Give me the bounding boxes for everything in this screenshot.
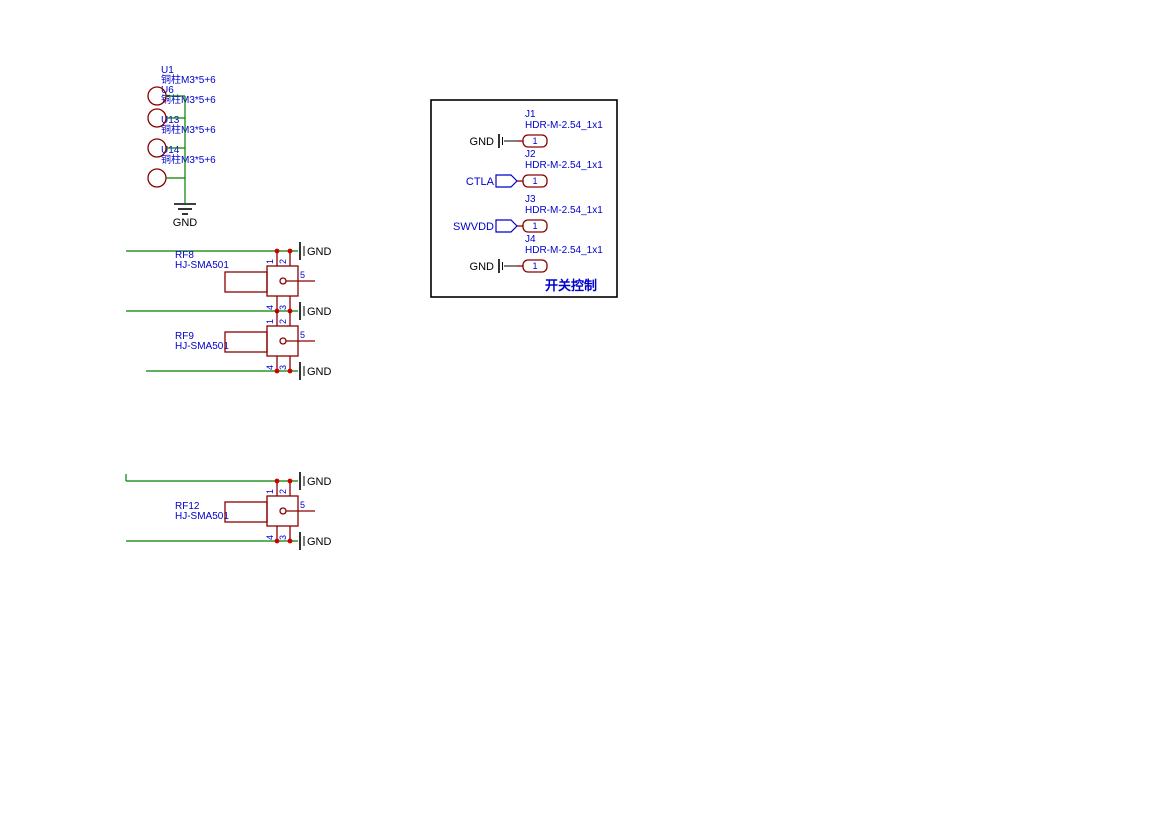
junction-dot xyxy=(287,538,293,544)
pin-number: 2 xyxy=(278,259,288,264)
rf-ref: RF8 xyxy=(175,250,194,261)
gnd-earth-symbol[interactable]: GND xyxy=(173,203,198,229)
header-value: HDR-M-2.54_1x1 xyxy=(525,160,603,171)
sma-barrel[interactable] xyxy=(224,501,268,523)
rf9-connector[interactable]: RF9 HJ-SMA501 1 2 4 3 5 GND xyxy=(146,311,332,380)
header-value: HDR-M-2.54_1x1 xyxy=(525,245,603,256)
sma-barrel[interactable] xyxy=(224,331,268,353)
standoff-ref: U14 xyxy=(161,145,180,156)
header-pin-box[interactable] xyxy=(522,134,548,148)
header-ref: J4 xyxy=(525,234,536,245)
gnd-bar-symbol[interactable]: GND xyxy=(299,302,332,320)
header-value: HDR-M-2.54_1x1 xyxy=(525,205,603,216)
standoff-value: 铜柱M3*5+6 xyxy=(161,73,216,86)
junction-dot xyxy=(287,478,293,484)
header-j2[interactable]: J2 HDR-M-2.54_1x1 CTLA 1 xyxy=(466,149,603,188)
box-title: 开关控制 xyxy=(545,278,597,293)
pin-number: 1 xyxy=(265,489,275,494)
junction-dot xyxy=(274,368,280,374)
gnd-bar-symbol[interactable]: GND xyxy=(299,532,332,550)
mounting-hole-symbol[interactable] xyxy=(147,168,167,188)
pin-number: 1 xyxy=(532,136,537,146)
net-label: GND xyxy=(307,366,332,378)
pin-number: 4 xyxy=(265,535,275,540)
pin-number: 1 xyxy=(532,261,537,271)
sma-center-pin[interactable] xyxy=(279,337,287,345)
net-label: GND xyxy=(173,217,198,229)
pin-number: 5 xyxy=(300,330,305,340)
net-label: GND xyxy=(307,536,332,548)
net-flag-symbol[interactable] xyxy=(495,174,518,188)
gnd-bar-symbol[interactable]: GND xyxy=(299,472,332,490)
net-label: GND xyxy=(307,306,332,318)
standoff-value: 铜柱M3*5+6 xyxy=(161,123,216,136)
pin-number: 2 xyxy=(278,319,288,324)
pin-number: 3 xyxy=(278,535,288,540)
junction-dot xyxy=(274,478,280,484)
gnd-bar-symbol xyxy=(498,259,517,273)
rf-value: HJ-SMA501 xyxy=(175,341,229,352)
standoff-ref: U1 xyxy=(161,65,174,76)
pin-number: 5 xyxy=(300,270,305,280)
header-j4[interactable]: J4 HDR-M-2.54_1x1 GND 1 xyxy=(470,234,604,273)
net-label: GND xyxy=(470,136,495,148)
header-pin-box[interactable] xyxy=(522,219,548,233)
header-pin-box[interactable] xyxy=(522,259,548,273)
gnd-bar-symbol xyxy=(498,134,517,148)
net-label: GND xyxy=(307,246,332,258)
pin-number: 1 xyxy=(532,176,537,186)
net-label: GND xyxy=(470,261,495,273)
standoff-group[interactable]: U1 铜柱M3*5+6 U6 铜柱M3*5+6 U13 铜柱M3*5+6 U14… xyxy=(147,65,216,229)
standoff-value: 铜柱M3*5+6 xyxy=(161,93,216,106)
sma-barrel[interactable] xyxy=(224,271,268,293)
pin-number: 1 xyxy=(532,221,537,231)
net-flag-label: SWVDD xyxy=(453,221,494,233)
pin-number: 3 xyxy=(278,365,288,370)
header-pin-box[interactable] xyxy=(522,174,548,188)
rf12-connector[interactable]: RF12 HJ-SMA501 1 2 4 3 5 GND GND xyxy=(125,472,332,550)
gnd-bar-symbol[interactable]: GND xyxy=(299,362,332,380)
rf-value: HJ-SMA501 xyxy=(175,511,229,522)
header-j3[interactable]: J3 HDR-M-2.54_1x1 SWVDD 1 xyxy=(453,194,603,233)
standoff-value: 铜柱M3*5+6 xyxy=(161,153,216,166)
rf-value: HJ-SMA501 xyxy=(175,260,229,271)
header-value: HDR-M-2.54_1x1 xyxy=(525,120,603,131)
box-frame xyxy=(430,99,618,298)
gnd-bar-symbol[interactable]: GND xyxy=(299,242,332,260)
switch-control-box: J1 HDR-M-2.54_1x1 GND 1 J2 HDR-M-2.54_1x… xyxy=(430,99,618,298)
rf8-connector[interactable]: RF8 HJ-SMA501 1 2 4 3 5 GND GND xyxy=(126,242,332,320)
junction-dot xyxy=(274,248,280,254)
header-ref: J1 xyxy=(525,109,536,120)
pin-number: 3 xyxy=(278,305,288,310)
pin-number: 2 xyxy=(278,489,288,494)
standoff-ref: U6 xyxy=(161,85,174,96)
pin-number: 4 xyxy=(265,305,275,310)
rf-ref: RF12 xyxy=(175,501,200,512)
pin-number: 4 xyxy=(265,365,275,370)
junction-dot xyxy=(274,538,280,544)
junction-dot xyxy=(287,248,293,254)
junction-dot xyxy=(287,368,293,374)
header-ref: J2 xyxy=(525,149,536,160)
net-flag-label: CTLA xyxy=(466,176,495,188)
header-ref: J3 xyxy=(525,194,536,205)
pin-number: 5 xyxy=(300,500,305,510)
sma-center-pin[interactable] xyxy=(279,277,287,285)
pin-number: 1 xyxy=(265,319,275,324)
pin-number: 1 xyxy=(265,259,275,264)
sma-center-pin[interactable] xyxy=(279,507,287,515)
net-flag-symbol[interactable] xyxy=(495,219,518,233)
standoff-ref: U13 xyxy=(161,115,180,126)
net-label: GND xyxy=(307,476,332,488)
header-j1[interactable]: J1 HDR-M-2.54_1x1 GND 1 xyxy=(470,109,604,148)
rf-ref: RF9 xyxy=(175,331,194,342)
